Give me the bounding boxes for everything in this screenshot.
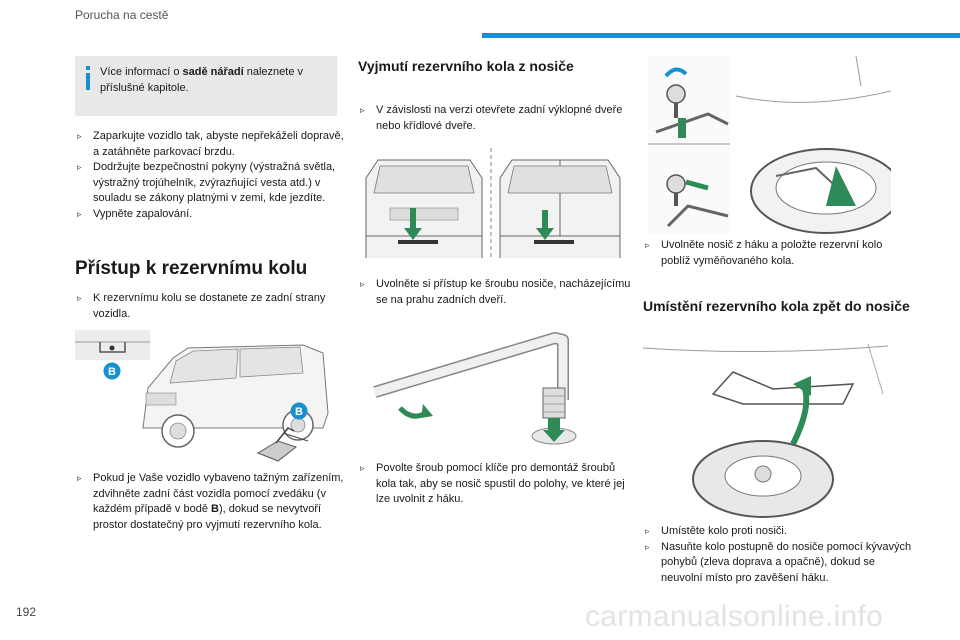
removal-step-2: Uvolněte si přístup ke šroubu nosiče, na… — [358, 277, 633, 308]
refit-section-title: Umístění rezervního kola zpět do nosiče — [643, 298, 910, 314]
spare-wheel-refit-illustration — [643, 344, 889, 518]
removal-step-1: V závislosti na verzi otevřete zadní výk… — [358, 103, 633, 134]
removal-step-open: V závislosti na verzi otevřete zadní výk… — [358, 103, 633, 134]
step-ignition: Vypněte zapalování. — [75, 207, 345, 223]
removal-step-unhook: Uvolněte nosič z háku a položte rezervní… — [643, 238, 908, 269]
removal-section-title: Vyjmutí rezervního kola z nosiče — [358, 58, 574, 74]
spare-wheel-lowering-illustration — [736, 56, 891, 234]
rear-doors-illustration — [365, 148, 621, 260]
preparation-steps: Zaparkujte vozidlo tak, abyste nepřekáže… — [75, 129, 345, 222]
removal-step-screw-access: Uvolněte si přístup ke šroubu nosiče, na… — [358, 277, 633, 308]
van-jack-illustration — [142, 344, 329, 462]
page-number: 192 — [16, 605, 37, 619]
header-accent-bar — [482, 33, 960, 38]
step-park: Zaparkujte vozidlo tak, abyste nepřekáže… — [75, 129, 345, 160]
wheel-brace-illustration — [373, 332, 577, 445]
access-step-2: Pokud je Vaše vozidlo vybaveno tažným za… — [75, 471, 345, 533]
access-section-title: Přístup k rezervnímu kolu — [75, 258, 308, 279]
hook-release-illustration — [648, 56, 730, 234]
page-header-title: Porucha na cestě — [75, 8, 169, 22]
access-step-list: K rezervnímu kolu se dostanete ze zadní … — [75, 291, 340, 322]
access-step-jack: Pokud je Vaše vozidlo vybaveno tažným za… — [75, 471, 345, 533]
marker-b-small-label: B — [108, 366, 116, 378]
removal-step-4: Uvolněte nosič z háku a položte rezervní… — [643, 238, 908, 269]
marker-b-small: B — [103, 362, 121, 380]
refit-steps: Umístěte kolo proti nosiči. Nasuňte kolo… — [643, 524, 913, 586]
removal-step-loosen: Povolte šroub pomocí klíče pro demontáž … — [358, 461, 633, 508]
refit-step-2: Nasuňte kolo postupně do nosiče pomocí k… — [643, 540, 913, 587]
marker-b-van: B — [290, 402, 308, 420]
refit-step-1: Umístěte kolo proti nosiči. — [643, 524, 913, 540]
jack-point-detail-illustration — [75, 330, 150, 360]
removal-step-3: Povolte šroub pomocí klíče pro demontáž … — [358, 461, 633, 508]
info-box — [75, 56, 337, 116]
info-icon — [86, 66, 90, 90]
watermark: carmanualsonline.info — [585, 600, 884, 633]
access-step-1: K rezervnímu kolu se dostanete ze zadní … — [75, 291, 340, 322]
marker-b-van-label: B — [295, 406, 303, 418]
step-safety: Dodržujte bezpečnostní pokyny (výstražná… — [75, 160, 345, 207]
info-text: Více informací o sadě nářadí naleznete v… — [100, 66, 304, 94]
